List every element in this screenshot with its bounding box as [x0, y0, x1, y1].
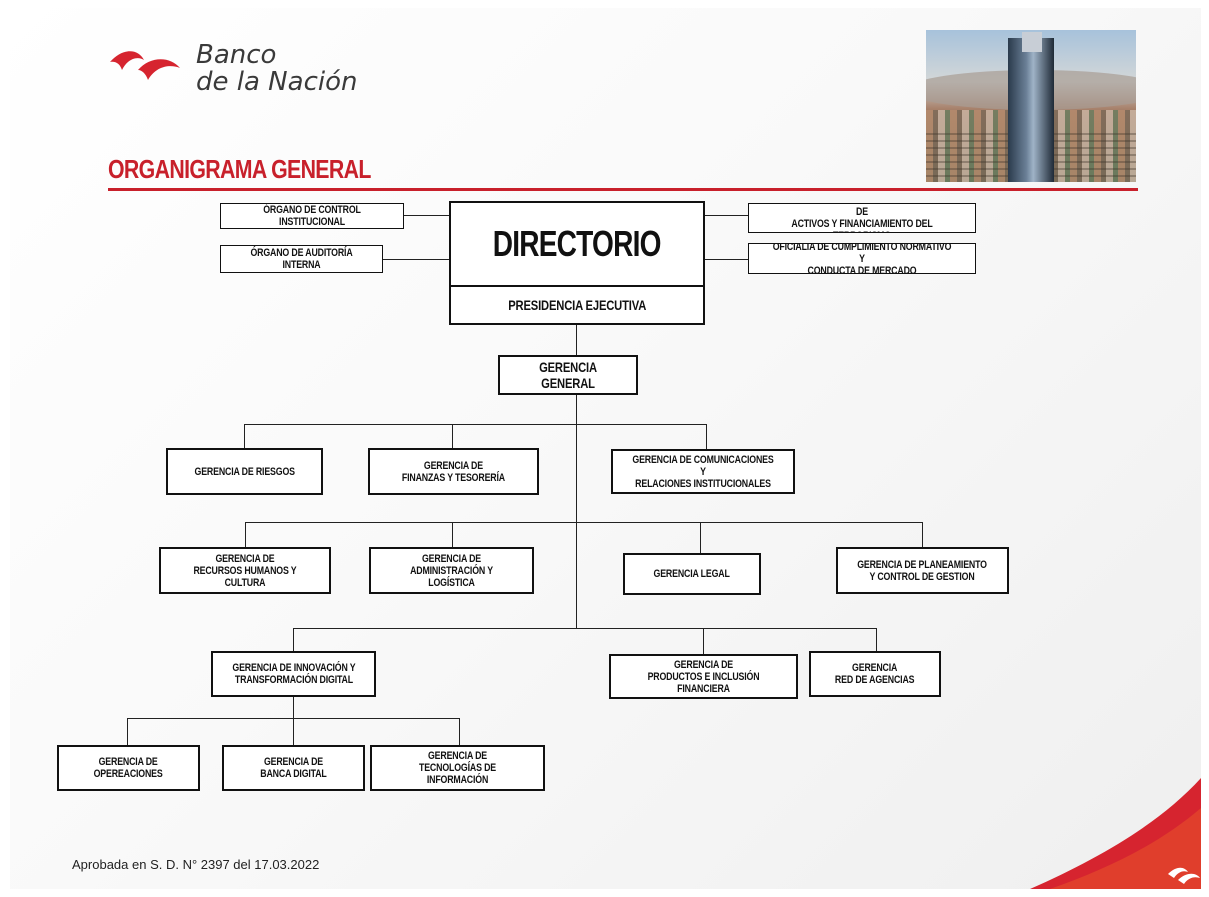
node-innovacion: GERENCIA DE INNOVACIÓN Y TRANSFORMACIÓN …	[211, 651, 376, 697]
line-banca-digital	[293, 718, 294, 746]
approval-note: Aprobada en S. D. N° 2397 del 17.03.2022	[72, 857, 320, 872]
line-planeamiento	[922, 522, 923, 548]
line-trunk	[576, 394, 577, 628]
bank-name-line2: de la Nación	[196, 67, 358, 97]
node-productos: GERENCIA DE PRODUCTOS E INCLUSIÓN FINANC…	[609, 654, 798, 699]
slide: Banco de la Nación ORGANIGRAMA GENERAL Ó…	[10, 8, 1201, 889]
bank-logo: Banco de la Nación	[108, 42, 368, 112]
line-finanzas	[452, 424, 453, 449]
line-administracion	[452, 522, 453, 548]
line-innovacion	[293, 628, 294, 652]
line-comunicaciones	[706, 424, 707, 450]
node-auditoria: ÓRGANO DE AUDITORÍA INTERNA	[220, 245, 383, 273]
node-riesgos: GERENCIA DE RIESGOS	[166, 448, 323, 495]
line-tecnologias	[459, 718, 460, 746]
corner-wave-icon	[1030, 778, 1201, 889]
bank-name: Banco de la Nación	[196, 42, 357, 96]
node-comunicaciones: GERENCIA DE COMUNICACIONES Y RELACIONES …	[611, 449, 795, 494]
node-directorio: DIRECTORIO	[449, 201, 705, 287]
line-row3	[293, 628, 877, 629]
node-control: ÓRGANO DE CONTROL INSTITUCIONAL	[220, 203, 404, 229]
node-tecnologias: GERENCIA DE TECNOLOGÍAS DE INFORMACIÓN	[370, 745, 545, 791]
line-legal	[700, 522, 701, 554]
line-auditoria	[383, 259, 450, 260]
node-administracion: GERENCIA DE ADMINISTRACIÓN Y LOGÍSTICA	[369, 547, 534, 594]
node-rrhh: GERENCIA DE RECURSOS HUMANOS Y CULTURA	[159, 547, 331, 594]
line-productos	[703, 628, 704, 655]
title-underline	[108, 188, 1138, 191]
line-cumplimiento	[704, 259, 748, 260]
building-photo	[926, 30, 1136, 182]
node-legal: GERENCIA LEGAL	[623, 553, 761, 595]
line-operaciones	[127, 718, 128, 746]
banco-nacion-logo-icon	[110, 51, 180, 80]
node-planeamiento: GERENCIA DE PLANEAMIENTO Y CONTROL DE GE…	[836, 547, 1009, 594]
line-agencias	[876, 628, 877, 652]
node-lavado: OFICIALÍA DE PREVENCIÓN DE LAVADO DE ACT…	[748, 203, 976, 233]
node-agencias: GERENCIA RED DE AGENCIAS	[809, 651, 941, 697]
line-lavado	[704, 215, 748, 216]
line-rrhh	[245, 522, 246, 548]
node-operaciones: GERENCIA DE OPEREACIONES	[57, 745, 200, 791]
line-row1	[244, 424, 707, 425]
node-cumplimiento: OFICIALÍA DE CUMPLIMIENTO NORMATIVO Y CO…	[748, 243, 976, 274]
page-title: ORGANIGRAMA GENERAL	[108, 154, 371, 184]
node-presidencia: PRESIDENCIA EJECUTIVA	[449, 285, 705, 325]
bank-name-line1: Banco	[196, 40, 277, 70]
line-innovacion-down	[293, 696, 294, 718]
line-presidencia-general	[576, 325, 577, 356]
line-control	[404, 215, 450, 216]
node-general: GERENCIA GENERAL	[498, 355, 638, 395]
line-riesgos	[244, 424, 245, 449]
node-finanzas: GERENCIA DE FINANZAS Y TESORERÍA	[368, 448, 539, 495]
line-row2	[245, 522, 923, 523]
node-banca-digital: GERENCIA DE BANCA DIGITAL	[222, 745, 365, 791]
